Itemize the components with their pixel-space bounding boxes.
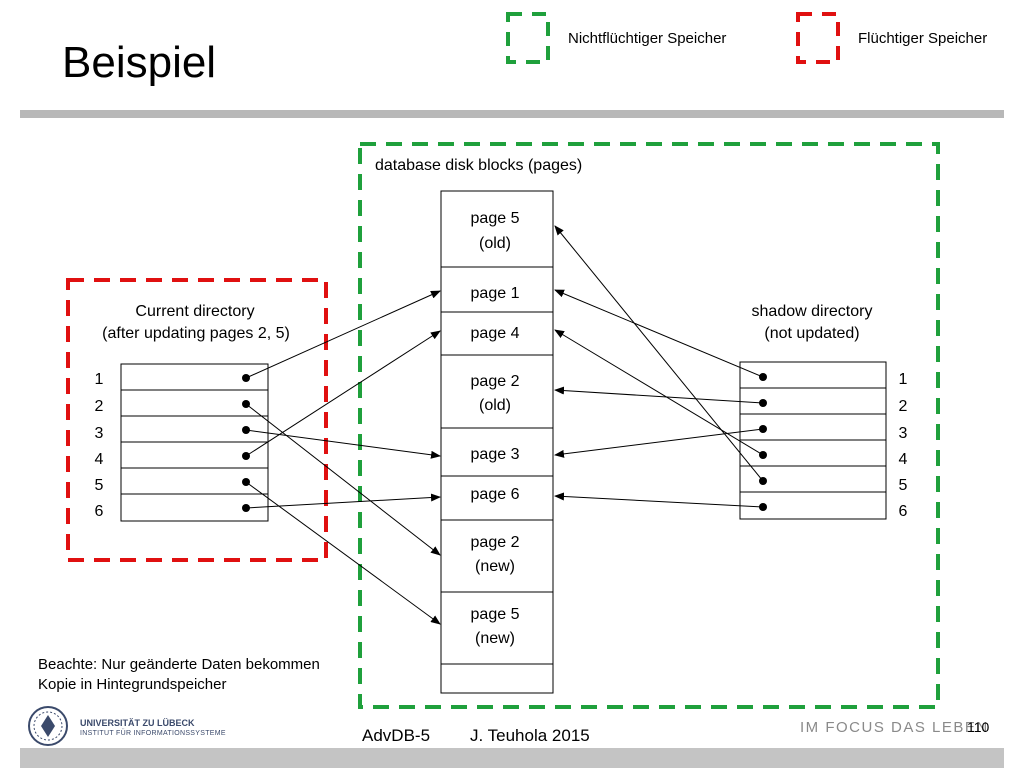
nonvolatile-storage-region <box>358 142 940 709</box>
pointer-dot <box>242 426 250 434</box>
row-number: 5 <box>95 477 104 494</box>
current-directory-pointers <box>242 290 441 625</box>
row-number: 1 <box>899 371 908 388</box>
row-number: 5 <box>899 477 908 494</box>
disk-blocks-label: database disk blocks (pages) <box>375 157 582 174</box>
volatile-legend-label: Flüchtiger Speicher <box>858 30 988 47</box>
page-label-qualifier: (new) <box>475 630 515 647</box>
slide-title: Beispiel <box>62 38 217 87</box>
page-stack <box>440 190 554 694</box>
volatile-legend-icon <box>796 12 840 64</box>
university-name: UNIVERSITÄT ZU LÜBECK <box>80 718 195 728</box>
pointer-dot <box>759 425 767 433</box>
page-labels: page 5 (old) page 1 page 4 page 2 (old) … <box>471 210 520 647</box>
footer-slogan: IM FOCUS DAS LEBEN <box>800 719 989 736</box>
pointer-arrow <box>245 403 441 556</box>
pointer-dot <box>242 452 250 460</box>
current-directory-title: Current directory <box>135 303 254 320</box>
shadow-directory-title: shadow directory <box>752 303 873 320</box>
pointer-arrow <box>245 290 441 379</box>
page-label: page 2 <box>471 373 520 390</box>
page-label-qualifier: (new) <box>475 558 515 575</box>
page-label-qualifier: (old) <box>479 397 511 414</box>
pointer-dot <box>759 451 767 459</box>
nonvolatile-legend-icon <box>506 12 550 64</box>
footer-bar <box>20 748 1004 768</box>
title-divider <box>20 110 1004 118</box>
pointer-arrow <box>554 428 764 458</box>
nonvolatile-legend-label: Nichtflüchtiger Speicher <box>568 30 727 47</box>
university-seal-icon <box>28 706 68 746</box>
row-number: 2 <box>95 398 104 415</box>
pointer-dot <box>759 373 767 381</box>
shadow-directory-table <box>739 361 887 520</box>
page-label-qualifier: (old) <box>479 235 511 252</box>
pointer-arrow <box>245 330 441 457</box>
page-label: page 6 <box>471 486 520 503</box>
footer-course: AdvDB-5 <box>362 726 431 745</box>
page-label: page 3 <box>471 446 520 463</box>
volatile-storage-region <box>66 278 328 562</box>
pointer-dot <box>759 477 767 485</box>
pointer-arrow <box>554 289 764 378</box>
current-directory-table <box>120 363 269 522</box>
pointer-arrow <box>554 386 764 404</box>
pointer-dot <box>242 504 250 512</box>
page-label: page 5 <box>471 210 520 227</box>
current-directory-subtitle: (after updating pages 2, 5) <box>102 325 290 342</box>
shadow-directory-subtitle: (not updated) <box>764 325 859 342</box>
pointer-dot <box>242 400 250 408</box>
row-number: 4 <box>95 451 104 468</box>
pointer-dot <box>242 478 250 486</box>
shadow-directory-pointers <box>554 225 767 511</box>
pointer-arrow <box>554 492 764 508</box>
note-line: Beachte: Nur geänderte Daten bekommen <box>38 656 320 673</box>
institute-name: INSTITUT FÜR INFORMATIONSSYSTEME <box>80 730 226 737</box>
pointer-arrow <box>554 225 764 482</box>
note-line: Kopie in Hintegrundspeicher <box>38 676 227 693</box>
note: Beachte: Nur geänderte Daten bekommen Ko… <box>38 655 320 695</box>
row-number: 3 <box>899 425 908 442</box>
pointer-dot <box>759 399 767 407</box>
shadow-directory-row-numbers: 1 2 3 4 5 6 <box>899 371 908 520</box>
page-label: page 5 <box>471 606 520 623</box>
page-label: page 1 <box>471 285 520 302</box>
page-label: page 4 <box>471 325 520 342</box>
row-number: 3 <box>95 425 104 442</box>
row-number: 4 <box>899 451 908 468</box>
row-number: 1 <box>95 371 104 388</box>
pointer-arrow <box>245 429 441 459</box>
page-label: page 2 <box>471 534 520 551</box>
pointer-arrow <box>245 481 441 625</box>
row-number: 6 <box>95 503 104 520</box>
current-directory-row-numbers: 1 2 3 4 5 6 <box>95 371 104 520</box>
pointer-arrow <box>245 493 441 509</box>
pointer-dot <box>759 503 767 511</box>
page-number: 110 <box>967 719 990 735</box>
pointer-arrow <box>554 329 764 456</box>
row-number: 2 <box>899 398 908 415</box>
row-number: 6 <box>899 503 908 520</box>
pointer-dot <box>242 374 250 382</box>
footer-author: J. Teuhola 2015 <box>470 726 590 745</box>
